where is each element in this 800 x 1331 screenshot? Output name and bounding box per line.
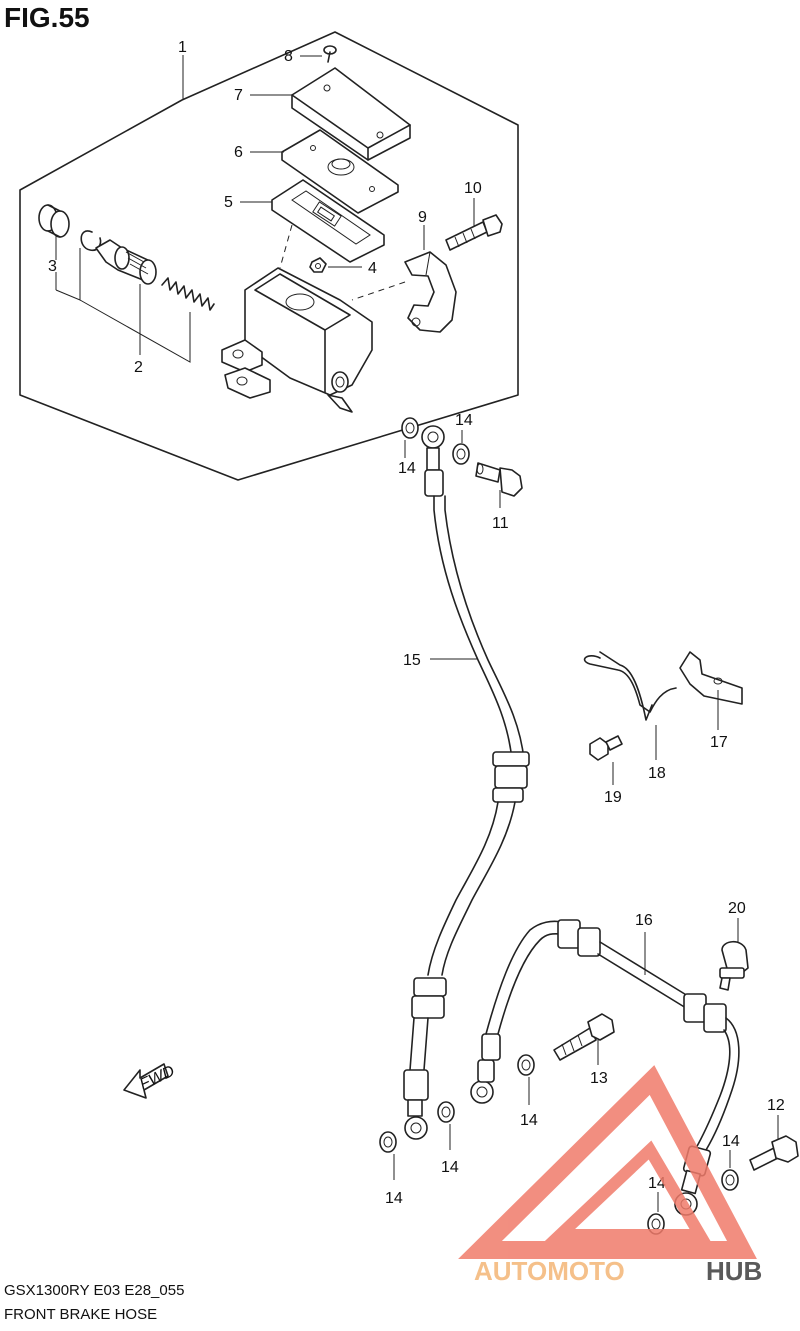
washer-14-upper-right — [452, 443, 470, 465]
automotohub-logo — [458, 1065, 757, 1259]
callout-2: 2 — [134, 359, 143, 376]
callout-9: 9 — [418, 209, 427, 226]
banjo-bolt-part-11 — [475, 462, 523, 497]
callout-14-d: 14 — [441, 1159, 459, 1176]
watermark-text-automoto: AUTOMOTO — [474, 1256, 625, 1286]
dust-boot-part-3 — [38, 204, 70, 238]
piston-part-2 — [95, 239, 157, 285]
figure-name: FRONT BRAKE HOSE — [4, 1306, 158, 1323]
figure-title: FIG.55 — [4, 2, 90, 33]
washer-14-lower-b — [379, 1131, 397, 1153]
callout-3: 3 — [48, 258, 57, 275]
diaphragm-plate-part-6 — [281, 129, 399, 214]
nut-part-4 — [309, 257, 327, 273]
callout-8: 8 — [284, 48, 293, 65]
assembly-frame — [19, 31, 519, 481]
banjo-bolt-part-12 — [749, 1135, 799, 1171]
callout-14-c: 14 — [520, 1112, 538, 1129]
clamp-part-9 — [404, 251, 457, 333]
bracket-part-17 — [679, 651, 743, 705]
banjo-bolt-part-13 — [553, 1013, 615, 1061]
figure-model-code: GSX1300RY E03 E28_055 — [4, 1282, 185, 1299]
watermark-text-hub: HUB — [706, 1256, 762, 1286]
hose-guide-part-18 — [583, 651, 677, 721]
callout-4: 4 — [368, 260, 377, 277]
callout-14-f: 14 — [722, 1133, 740, 1150]
callout-19: 19 — [604, 789, 622, 806]
washer-14-lower-c — [721, 1169, 739, 1191]
brake-hose-part-15 — [403, 425, 530, 1140]
master-cylinder-body — [221, 267, 373, 413]
screw-part-8 — [323, 45, 337, 63]
callout-18: 18 — [648, 765, 666, 782]
callout-14-a: 14 — [398, 460, 416, 477]
diaphragm-part-5 — [271, 179, 385, 263]
brake-hose-part-16 — [470, 919, 740, 1216]
spring — [161, 277, 215, 311]
callout-16: 16 — [635, 912, 653, 929]
callout-10: 10 — [464, 180, 482, 197]
callout-6: 6 — [234, 144, 243, 161]
callout-15: 15 — [403, 652, 421, 669]
callout-13: 13 — [590, 1070, 608, 1087]
callout-20: 20 — [728, 900, 746, 917]
callout-7: 7 — [234, 87, 243, 104]
callout-12: 12 — [767, 1097, 785, 1114]
callout-1: 1 — [178, 39, 187, 56]
callout-11: 11 — [492, 515, 509, 532]
callout-17: 17 — [710, 734, 728, 751]
circlip — [80, 230, 102, 252]
callout-5: 5 — [224, 194, 233, 211]
washer-14-mid — [517, 1054, 535, 1076]
forward-arrow-icon: FWD — [123, 1062, 178, 1099]
reservoir-cap-part-7 — [291, 67, 411, 161]
washer-14-lower-a — [437, 1101, 455, 1123]
callout-14-b: 14 — [455, 412, 473, 429]
washer-14-upper-left — [401, 417, 419, 439]
hose-clamp-part-20 — [719, 940, 749, 991]
callout-14-e: 14 — [385, 1190, 403, 1207]
bolt-part-10 — [445, 214, 503, 251]
bolt-part-19 — [589, 735, 623, 761]
